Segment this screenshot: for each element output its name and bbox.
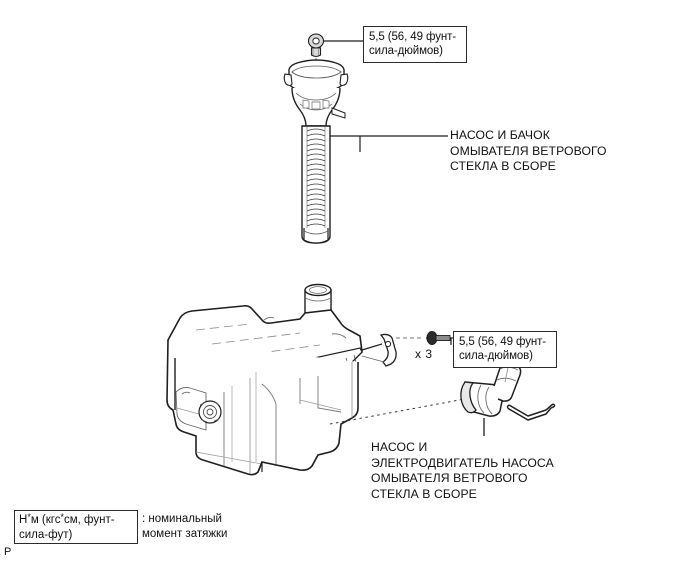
tank-outlet-grommet — [198, 400, 222, 424]
torque-callout-top: 5,5 (56, 49 фунт- сила-дюймов) — [363, 26, 467, 63]
legend-unit-mid: м (кгс — [30, 514, 61, 526]
leader-tank-label — [330, 135, 448, 152]
part-label-washer-tank: НАСОС И БАЧОК ОМЫВАТЕЛЯ ВЕТРОВОГО СТЕКЛА… — [450, 128, 607, 173]
legend-asterisk-2: * — [60, 511, 64, 522]
washer-tank — [166, 283, 397, 476]
filler-cap-bolt-icon — [307, 33, 325, 58]
torque-legend: Н*м (кгс*см, фунт- сила-фут) : номинальн… — [14, 510, 314, 546]
filler-neck-assembly — [283, 33, 363, 244]
bracket-bolt-group — [396, 331, 453, 345]
page-corner-mark: P — [4, 546, 12, 558]
legend-unit-box: Н*м (кгс*см, фунт- сила-фут) — [14, 510, 138, 544]
bracket-bolt-icon — [426, 331, 451, 345]
legend-unit-mid2: см, фунт- сила-фут) — [19, 514, 115, 541]
part-label-washer-pump: НАСОС И ЭЛЕКТРОДВИГАТЕЛЬ НАСОСА ОМЫВАТЕЛ… — [371, 440, 554, 501]
legend-asterisk-1: * — [27, 511, 31, 522]
torque-callout-bottom: 5,5 (56, 49 фунт- сила-дюймов) — [453, 331, 557, 368]
washer-pump-motor — [329, 362, 556, 425]
legend-description: : номинальный момент затяжки — [142, 513, 228, 540]
legend-unit-n: Н — [19, 514, 28, 526]
quantity-marker: x 3 — [415, 347, 433, 361]
